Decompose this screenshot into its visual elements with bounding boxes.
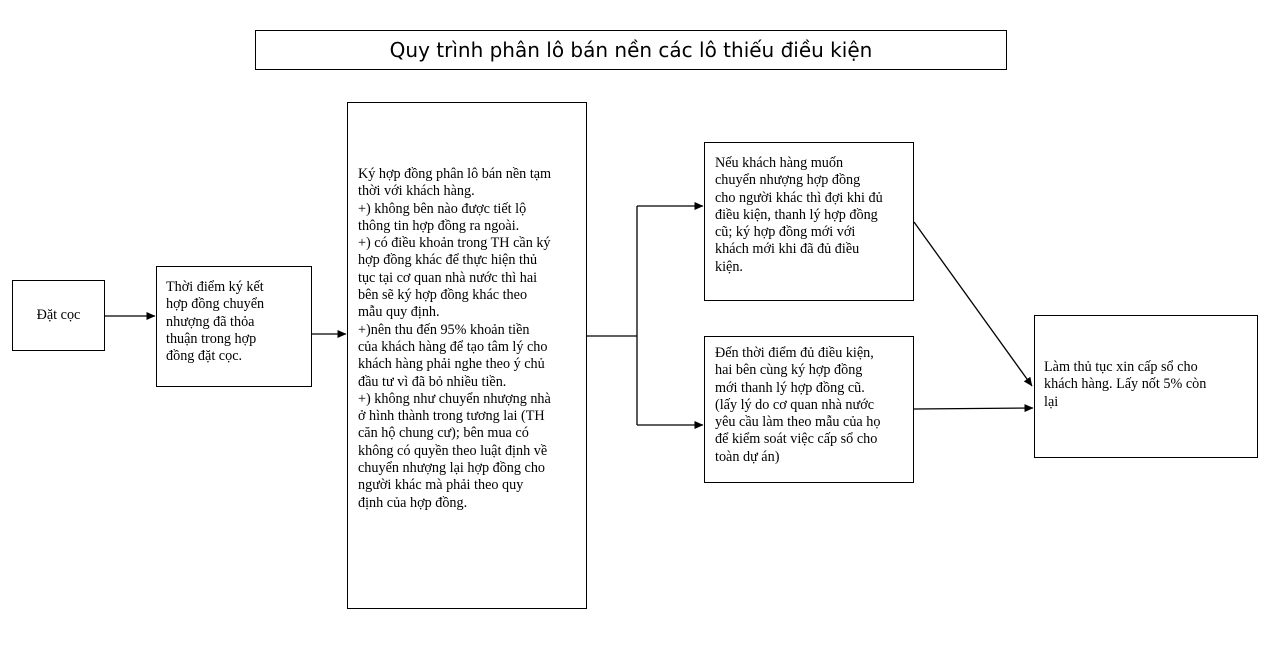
arrow-den-thoi-diem-to-lam-thu-tuc [913,404,1034,413]
text-line: thông tin hợp đồng ra ngoài. [358,217,520,234]
node-ky-hop-dong-text: Ký hợp đồng phân lô bán nền tạm thời với… [358,166,576,512]
text-line: lại [1044,393,1059,410]
text-line: +) không như chuyển nhượng nhà [358,390,551,407]
text-line: yêu cầu làm theo mẫu của họ [715,414,881,431]
text-line: +) có điều khoản trong TH cần ký [358,235,551,252]
text-line: khách hàng phải nghe theo ý chủ [358,356,545,373]
node-neu-khach-hang-text: Nếu khách hàng muốn chuyển nhượng hợp đồ… [715,155,904,276]
text-line: thuận trong hợp [166,330,257,347]
node-den-thoi-diem: Đến thời điểm đủ điều kiện, hai bên cùng… [704,336,914,483]
text-line: +) không bên nào được tiết lộ [358,200,527,217]
text-line: để kiểm soát việc cấp sổ cho [715,431,878,448]
text-line: chuyển nhượng lại hợp đồng cho [358,460,546,477]
node-lam-thu-tuc-text: Làm thủ tục xin cấp sổ cho khách hàng. L… [1044,359,1249,411]
node-thoi-diem: Thời điểm ký kết hợp đồng chuyển nhượng … [156,266,312,387]
text-line: Ký hợp đồng phân lô bán nền tạm [358,166,552,182]
text-line: nhượng đã thỏa [166,313,255,330]
text-line: cũ; ký hợp đồng mới với [715,224,856,241]
text-line: cho người khác thì đợi khi đủ [715,189,883,206]
text-line: Nếu khách hàng muốn [715,155,844,171]
text-line: khách mới khi đã đủ điều [715,241,860,258]
diagram-title: Quy trình phân lô bán nền các lô thiếu đ… [389,38,873,62]
text-line: hai bên cùng ký hợp đồng [715,362,863,379]
text-line: căn hộ chung cư); bên mua có [358,425,529,442]
node-dat-coc: Đặt cọc [12,280,105,351]
text-line: Thời điểm ký kết [166,279,264,295]
node-dat-coc-text: Đặt cọc [36,306,81,323]
text-line: của khách hàng để tạo tâm lý cho [358,338,548,355]
node-ky-hop-dong: Ký hợp đồng phân lô bán nền tạm thời với… [347,102,587,609]
text-line: toàn dự án) [715,448,780,465]
text-line: đồng đặt cọc. [166,348,243,365]
node-lam-thu-tuc: Làm thủ tục xin cấp sổ cho khách hàng. L… [1034,315,1258,458]
node-thoi-diem-text: Thời điểm ký kết hợp đồng chuyển nhượng … [166,279,305,365]
text-line: thời với khách hàng. [358,183,475,200]
text-line: người khác mà phải theo quy [358,477,524,494]
text-line: định của hợp đồng. [358,494,468,511]
text-line: khách hàng. Lấy nốt 5% còn [1044,376,1207,393]
text-line: không có quyền theo luật định về [358,442,548,459]
text-line: Đến thời điểm đủ điều kiện, [715,345,874,361]
text-line: kiện. [715,258,743,275]
text-line: Làm thủ tục xin cấp sổ cho [1044,359,1198,375]
text-line: đầu tư vì đã bỏ nhiều tiền. [358,373,507,390]
text-line: chuyển nhượng hợp đồng [715,172,861,189]
text-line: (lấy lý do cơ quan nhà nước [715,396,875,413]
node-den-thoi-diem-text: Đến thời điểm đủ điều kiện, hai bên cùng… [715,345,904,466]
diagram-title-box: Quy trình phân lô bán nền các lô thiếu đ… [255,30,1007,70]
arrow-neu-khach-hang-to-lam-thu-tuc [913,221,1033,387]
node-neu-khach-hang: Nếu khách hàng muốn chuyển nhượng hợp đồ… [704,142,914,301]
text-line: tục tại cơ quan nhà nước thì hai [358,269,538,286]
text-line: điều kiện, thanh lý hợp đồng [715,206,878,223]
text-line: hợp đồng chuyển [166,296,265,313]
text-line: bên sẽ ký hợp đồng khác theo [358,287,528,304]
text-line: +)nên thu đến 95% khoản tiền [358,321,530,338]
text-line: hợp đồng khác để thực hiện thủ [358,252,538,269]
text-line: mới thanh lý hợp đồng cũ. [715,379,865,396]
text-line: ở hình thành trong tương lai (TH [358,408,545,425]
text-line: mẫu quy định. [358,304,440,321]
